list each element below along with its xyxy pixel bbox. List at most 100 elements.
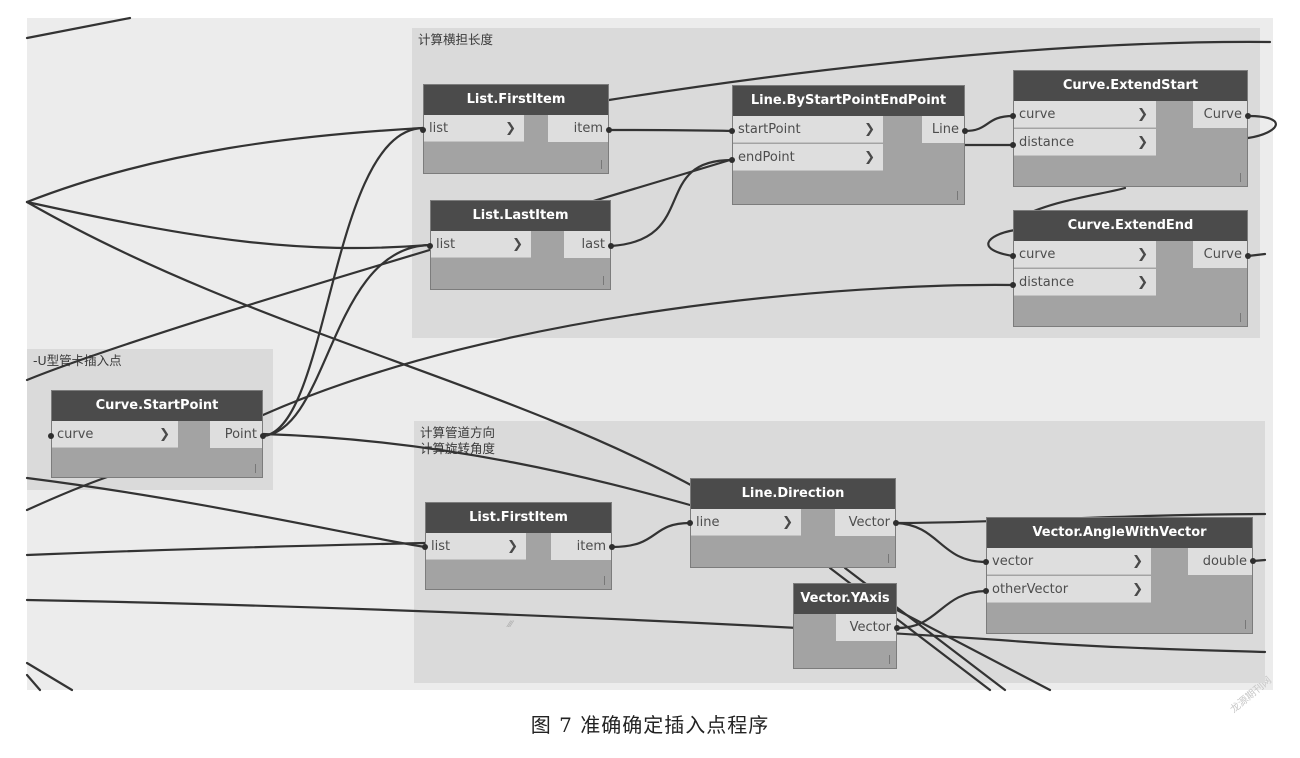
- lacing-marker-icon[interactable]: |: [1238, 313, 1242, 323]
- node-list-firstitem-2[interactable]: List.FirstItem list ❯ item |: [425, 502, 612, 590]
- group-title: 计算管道方向 计算旋转角度: [420, 425, 496, 456]
- input-port-distance[interactable]: distance ❯: [1014, 269, 1156, 296]
- port-connector[interactable]: [1010, 142, 1016, 148]
- lacing-marker-icon[interactable]: |: [253, 464, 257, 474]
- lacing-marker-icon[interactable]: |: [602, 576, 606, 586]
- port-connector[interactable]: [729, 157, 735, 163]
- chevron-right-icon: ❯: [864, 150, 875, 165]
- port-connector[interactable]: [422, 544, 428, 550]
- lacing-marker-icon[interactable]: |: [599, 160, 603, 170]
- node-title[interactable]: Line.ByStartPointEndPoint: [733, 86, 964, 116]
- chevron-right-icon: ❯: [1137, 135, 1148, 150]
- node-curve-startpoint[interactable]: Curve.StartPoint curve❯ Point |: [51, 390, 263, 478]
- input-port-vector[interactable]: vector❯: [987, 548, 1151, 575]
- input-port-list[interactable]: list ❯: [431, 231, 531, 258]
- port-connector[interactable]: [609, 544, 615, 550]
- port-connector[interactable]: [894, 625, 900, 631]
- output-port-item[interactable]: item: [551, 533, 611, 560]
- port-connector[interactable]: [1010, 253, 1016, 259]
- port-connector[interactable]: [729, 128, 735, 134]
- node-title[interactable]: Line.Direction: [691, 479, 895, 509]
- output-port-vector[interactable]: Vector: [836, 614, 896, 641]
- input-port-curve[interactable]: curve❯: [52, 421, 178, 448]
- node-title[interactable]: Vector.AngleWithVector: [987, 518, 1252, 548]
- output-port-curve[interactable]: Curve: [1193, 101, 1247, 128]
- port-connector[interactable]: [893, 520, 899, 526]
- node-title[interactable]: List.LastItem: [431, 201, 610, 231]
- node-title[interactable]: Vector.YAxis: [794, 584, 896, 614]
- input-port-line[interactable]: line❯: [691, 509, 801, 536]
- port-connector[interactable]: [962, 128, 968, 134]
- chevron-right-icon: ❯: [159, 427, 170, 442]
- port-connector[interactable]: [1010, 113, 1016, 119]
- port-label: line: [696, 515, 720, 530]
- node-title[interactable]: List.FirstItem: [424, 85, 608, 115]
- output-port-line[interactable]: Line: [922, 116, 964, 143]
- port-connector[interactable]: [260, 433, 266, 439]
- input-port-othervector[interactable]: otherVector❯: [987, 576, 1151, 603]
- port-label: curve: [1019, 247, 1056, 262]
- port-connector[interactable]: [606, 127, 612, 133]
- chevron-right-icon: ❯: [1132, 554, 1143, 569]
- node-curve-extendend[interactable]: Curve.ExtendEnd curve❯ Curve distance ❯ |: [1013, 210, 1248, 327]
- port-connector[interactable]: [983, 588, 989, 594]
- resize-grip-icon[interactable]: ⁄⁄⁄: [508, 620, 513, 630]
- output-port-item[interactable]: item: [548, 115, 608, 142]
- chevron-right-icon: ❯: [1137, 107, 1148, 122]
- output-port-vector[interactable]: Vector: [835, 509, 895, 536]
- node-title[interactable]: List.FirstItem: [426, 503, 611, 533]
- input-port-list[interactable]: list ❯: [426, 533, 526, 560]
- input-port-endpoint[interactable]: endPoint ❯: [733, 144, 883, 171]
- node-curve-extendstart[interactable]: Curve.ExtendStart curve ❯ Curve distance ❯…: [1013, 70, 1248, 187]
- node-vector-yaxis[interactable]: Vector.YAxis Vector |: [793, 583, 897, 669]
- chevron-right-icon: ❯: [505, 121, 516, 136]
- output-port-curve[interactable]: Curve: [1193, 241, 1247, 268]
- lacing-marker-icon[interactable]: |: [1238, 173, 1242, 183]
- chevron-right-icon: ❯: [507, 539, 518, 554]
- port-label: curve: [1019, 107, 1056, 122]
- lacing-marker-icon[interactable]: |: [601, 276, 605, 286]
- port-connector[interactable]: [983, 559, 989, 565]
- chevron-right-icon: ❯: [512, 237, 523, 252]
- group-title: 计算横担长度: [418, 32, 494, 47]
- output-port-double[interactable]: double: [1188, 548, 1252, 575]
- lacing-marker-icon[interactable]: |: [1243, 620, 1247, 630]
- node-line-bystartpointendpoint[interactable]: Line.ByStartPointEndPoint startPoint❯ Li…: [732, 85, 965, 205]
- chevron-right-icon: ❯: [1132, 582, 1143, 597]
- port-connector[interactable]: [608, 243, 614, 249]
- node-title[interactable]: Curve.ExtendEnd: [1014, 211, 1247, 241]
- input-port-list[interactable]: list ❯: [424, 115, 524, 142]
- input-port-distance[interactable]: distance ❯: [1014, 129, 1156, 156]
- port-connector[interactable]: [427, 243, 433, 249]
- output-port-point[interactable]: Point: [210, 421, 262, 448]
- port-label: startPoint: [738, 122, 801, 137]
- port-label: list: [429, 121, 449, 136]
- port-label: distance: [1019, 275, 1075, 290]
- port-label: list: [436, 237, 456, 252]
- port-connector[interactable]: [687, 520, 693, 526]
- port-connector[interactable]: [1245, 113, 1251, 119]
- node-vector-anglewithvector[interactable]: Vector.AngleWithVector vector❯ double ot…: [986, 517, 1253, 634]
- lacing-marker-icon[interactable]: |: [886, 554, 890, 564]
- port-connector[interactable]: [420, 127, 426, 133]
- port-connector[interactable]: [1245, 253, 1251, 259]
- group-title: -U型管卡插入点: [33, 353, 122, 368]
- port-connector[interactable]: [1250, 558, 1256, 564]
- input-port-curve[interactable]: curve ❯: [1014, 101, 1156, 128]
- node-list-firstitem-1[interactable]: List.FirstItem list ❯ item |: [423, 84, 609, 174]
- chevron-right-icon: ❯: [1137, 275, 1148, 290]
- node-title[interactable]: Curve.StartPoint: [52, 391, 262, 421]
- node-line-direction[interactable]: Line.Direction line❯ Vector |: [690, 478, 896, 568]
- node-title[interactable]: Curve.ExtendStart: [1014, 71, 1247, 101]
- node-list-lastitem[interactable]: List.LastItem list ❯ last |: [430, 200, 611, 290]
- input-port-curve[interactable]: curve❯: [1014, 241, 1156, 268]
- port-label: distance: [1019, 135, 1075, 150]
- port-label: endPoint: [738, 150, 795, 165]
- output-port-last[interactable]: last: [564, 231, 610, 258]
- port-connector[interactable]: [1010, 282, 1016, 288]
- input-port-startpoint[interactable]: startPoint❯: [733, 116, 883, 143]
- port-label: list: [431, 539, 451, 554]
- lacing-marker-icon[interactable]: |: [887, 655, 891, 665]
- lacing-marker-icon[interactable]: |: [955, 191, 959, 201]
- port-connector[interactable]: [48, 433, 54, 439]
